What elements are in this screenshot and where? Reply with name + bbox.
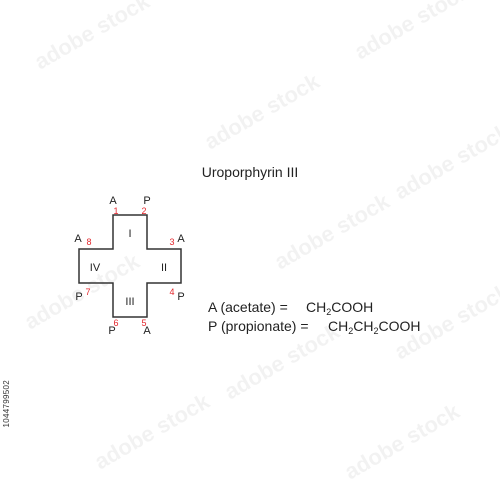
watermark-text: adobe stock xyxy=(340,398,464,484)
legend-propionate-formula: CH2CH2COOH xyxy=(328,318,421,336)
ring-label-ii: II xyxy=(161,262,167,274)
legend-acetate-label: A (acetate) = xyxy=(208,299,288,315)
watermark-text: adobe stock xyxy=(200,68,324,154)
legend: A (acetate) = CH2COOH P (propionate) = C… xyxy=(208,299,421,336)
watermark-text: adobe stock xyxy=(30,0,154,74)
macrocycle-cross-outline xyxy=(78,214,182,318)
diagram-title: Uroporphyrin III xyxy=(202,164,298,180)
substituent-label-5: A xyxy=(143,325,151,337)
position-number-3: 3 xyxy=(169,237,174,247)
ring-label-i: I xyxy=(128,228,131,240)
ring-label-iv: IV xyxy=(90,262,101,274)
legend-acetate-formula: CH2COOH xyxy=(306,299,373,317)
legend-propionate-label: P (propionate) = xyxy=(208,318,309,334)
position-number-7: 7 xyxy=(85,287,90,297)
substituent-label-4: P xyxy=(177,291,184,303)
position-number-2: 2 xyxy=(141,206,146,216)
position-number-8: 8 xyxy=(86,237,91,247)
watermark-text: adobe stock xyxy=(270,188,394,274)
watermark-text: adobe stock xyxy=(350,0,474,64)
position-number-5: 5 xyxy=(141,318,146,328)
substituent-label-3: A xyxy=(177,233,185,245)
substituent-label-7: P xyxy=(75,291,82,303)
substituent-label-8: A xyxy=(74,233,82,245)
watermark-text: adobe stock xyxy=(390,118,500,204)
substituent-label-2: P xyxy=(143,195,150,207)
substituent-label-1: A xyxy=(109,195,117,207)
watermark-pattern: adobe stock adobe stock adobe stock adob… xyxy=(20,0,500,484)
position-number-6: 6 xyxy=(113,318,118,328)
stock-id-text: 1044799502 xyxy=(2,380,11,428)
ring-label-iii: III xyxy=(125,296,134,308)
position-number-1: 1 xyxy=(113,206,118,216)
watermark-text: adobe stock xyxy=(90,388,214,474)
position-number-4: 4 xyxy=(169,287,174,297)
substituent-label-6: P xyxy=(108,325,115,337)
